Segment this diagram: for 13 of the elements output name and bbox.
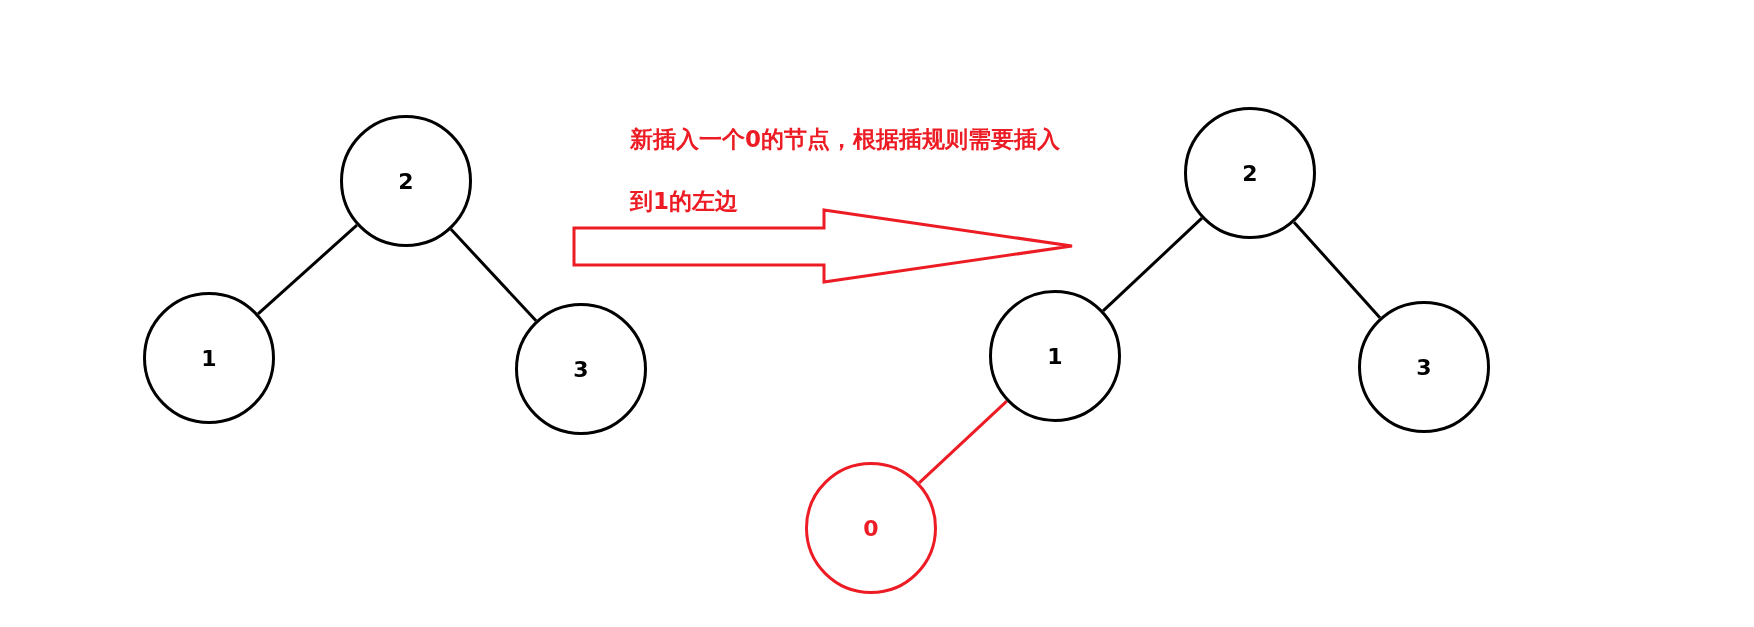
node-value: 3 <box>1416 354 1432 380</box>
node-value: 1 <box>1047 343 1063 369</box>
tree-edge <box>1102 217 1203 312</box>
node-value: 2 <box>398 168 414 194</box>
tree-edge <box>257 224 358 315</box>
node-value: 0 <box>863 515 879 541</box>
node-value: 3 <box>573 356 589 382</box>
tree-edge <box>918 399 1008 485</box>
node-value: 2 <box>1242 160 1258 186</box>
annotation-note: 新插入一个0的节点，根据插规则需要插入到1的左边 <box>630 125 1061 216</box>
node-value: 1 <box>201 345 217 371</box>
tree-edge <box>1292 221 1382 319</box>
tree-edge <box>449 228 538 322</box>
